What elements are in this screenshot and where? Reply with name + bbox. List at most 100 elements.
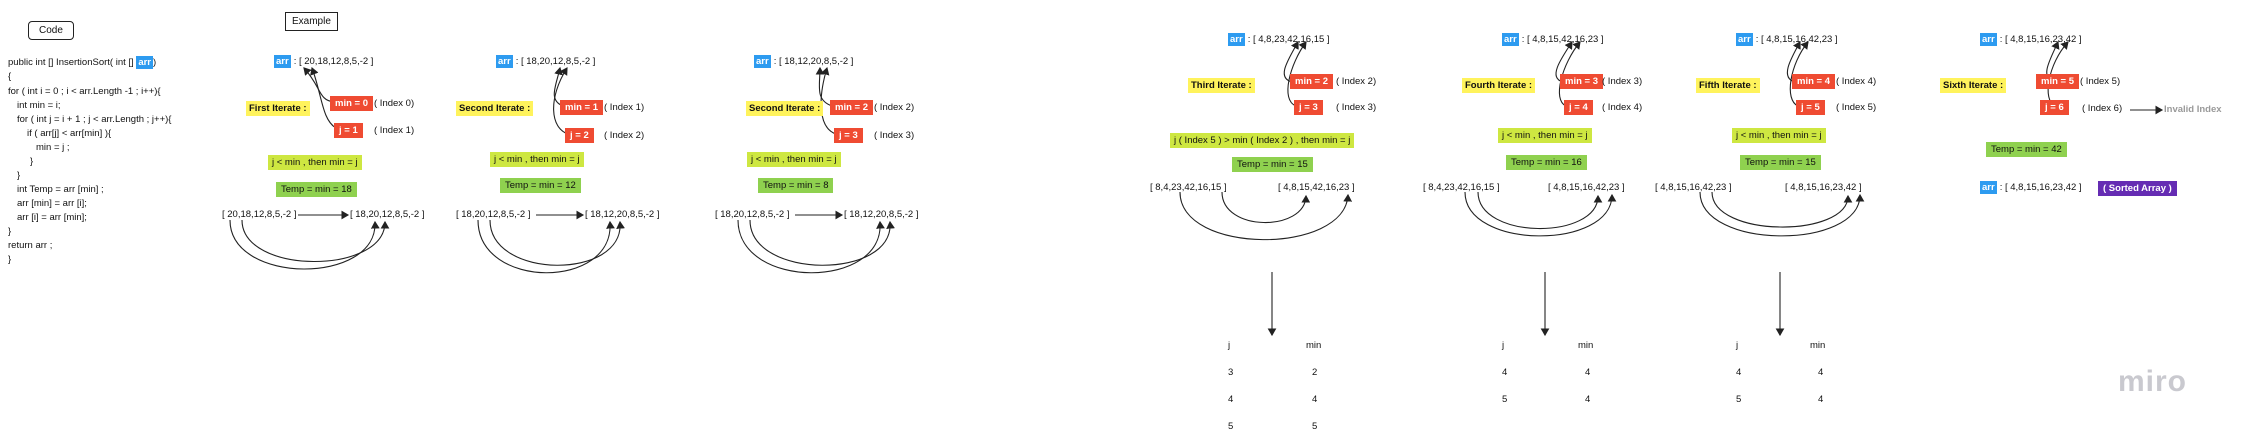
step7-arr-line: arr: [ 4,8,15,16,23,42 ] [1980,33,2082,46]
code-line-13: } [8,226,12,237]
step6-table-cell: 4 [1818,367,1824,378]
step1-min-index: ( Index 0) [374,98,415,109]
step6-temp: Temp = min = 15 [1740,155,1821,170]
step5-arr-line: arr: [ 4,8,15,42,16,23 ] [1502,33,1604,46]
step6-arr-line: arr: [ 4,8,15,16,42,23 ] [1736,33,1838,46]
step7-final-arr-line: arr: [ 4,8,15,16,23,42 ] [1980,181,2082,194]
step3-before: [ 18,20,12,8,5,-2 ] [715,209,790,220]
step4-table-cell: 2 [1312,367,1318,378]
step5-before: [ 8,4,23,42,16,15 ] [1423,182,1500,193]
step5-temp: Temp = min = 16 [1506,155,1587,170]
code-line-9: } [17,170,21,181]
step1-j-pointer: j = 1 [334,123,363,138]
step1-arr-line: arr: [ 20,18,12,8,5,-2 ] [274,55,374,68]
step6-condition: j < min , then min = j [1732,128,1826,143]
step4-table-cell: 4 [1228,394,1234,405]
code-paren: ) [153,57,157,68]
step6-table-cell: 5 [1736,394,1742,405]
step2-before: [ 18,20,12,8,5,-2 ] [456,209,531,220]
step1-temp: Temp = min = 18 [276,182,357,197]
step2-min-pointer: min = 1 [560,100,603,115]
step4-table-header-min: min [1306,340,1322,351]
arr-tag: arr [1980,33,1997,46]
code-line-12: arr [i] = arr [min]; [17,212,87,223]
step1-j-arrow [310,66,337,129]
example-label: Example [285,12,338,31]
step5-min-index: ( Index 3) [1602,76,1643,87]
step1-before: [ 20,18,12,8,5,-2 ] [222,209,297,220]
step4-min-index: ( Index 2) [1336,76,1377,87]
step5-min-pointer: min = 3 [1560,74,1603,89]
step6-j-index: ( Index 5) [1836,102,1877,113]
code-line-1: public int [] InsertionSort( int [] arr) [8,56,157,69]
arr-tag: arr [496,55,513,68]
step2-arr-line: arr: [ 18,20,12,8,5,-2 ] [496,55,596,68]
code-line-15: } [8,254,12,265]
code-line-4: int min = i; [17,100,61,111]
step6-after: [ 4,8,15,16,23,42 ] [1785,182,1862,193]
step4-table-cell: 5 [1228,421,1234,432]
sorted-array-badge: ( Sorted Array ) [2098,181,2177,196]
step1-after: [ 18,20,12,8,5,-2 ] [350,209,425,220]
code-line-6: if ( arr[j] < arr[min] ){ [27,128,112,139]
step5-table-cell: 5 [1502,394,1508,405]
code-line-2: { [8,71,12,82]
step4-j-pointer: j = 3 [1294,100,1323,115]
arr-tag: arr [1980,181,1997,194]
step3-min-index: ( Index 2) [874,102,915,113]
step3-min-pointer: min = 2 [830,100,873,115]
step2-j-index: ( Index 2) [604,130,645,141]
step7-j-index: ( Index 6) [2082,103,2123,114]
step5-iterate-label: Fourth Iterate : [1462,78,1536,93]
arr-tag: arr [754,55,771,68]
arr-tag: arr [1736,33,1753,46]
step6-table-header-min: min [1810,340,1826,351]
step6-min-pointer: min = 4 [1792,74,1835,89]
step6-table-header-j: j [1736,340,1739,351]
step4-condition: j ( Index 5 ) > min ( Index 2 ) , then m… [1170,133,1355,148]
step6-iterate-label: Fifth Iterate : [1696,78,1760,93]
code-line-7: min = j ; [36,142,70,153]
step5-table-header-min: min [1578,340,1594,351]
miro-logo: miro [2118,365,2188,398]
step2-iterate-label: Second Iterate : [456,101,534,116]
step5-after: [ 4,8,15,16,42,23 ] [1548,182,1625,193]
step2-min-index: ( Index 1) [604,102,645,113]
step1-iterate-label: First Iterate : [246,101,310,116]
step4-min-pointer: min = 2 [1290,74,1333,89]
step4-before: [ 8,4,23,42,16,15 ] [1150,182,1227,193]
step6-before: [ 4,8,15,16,42,23 ] [1655,182,1732,193]
step5-table-cell: 4 [1585,367,1591,378]
step5-table-cell: 4 [1585,394,1591,405]
step1-condition: j < min , then min = j [268,155,362,170]
code-line-11: arr [min] = arr [i]; [17,198,87,209]
step7-temp: Temp = min = 42 [1986,142,2067,157]
step4-table-cell: 5 [1312,421,1318,432]
step5-table-header-j: j [1502,340,1505,351]
code-line-8: } [30,156,34,167]
code-line-5: for ( int j = i + 1 ; j < arr.Length ; j… [17,114,172,125]
step3-temp: Temp = min = 8 [758,178,834,193]
step7-j-pointer: j = 6 [2040,100,2069,115]
step3-condition: j < min , then min = j [747,152,841,167]
step7-iterate-label: Sixth Iterate : [1940,78,2007,93]
code-label: Code [28,21,74,40]
step2-condition: j < min , then min = j [490,152,584,167]
step3-j-pointer: j = 3 [834,128,863,143]
step4-table-header-j: j [1228,340,1231,351]
step4-iterate-label: Third Iterate : [1188,78,1255,93]
step1-j-index: ( Index 1) [374,125,415,136]
step5-j-index: ( Index 4) [1602,102,1643,113]
step3-iterate-label: Second Iterate : [746,101,824,116]
step4-after: [ 4,8,15,42,16,23 ] [1278,182,1355,193]
step4-table-cell: 3 [1228,367,1234,378]
step5-condition: j < min , then min = j [1498,128,1592,143]
code-line-3: for ( int i = 0 ; i < arr.Length -1 ; i+… [8,86,161,97]
step1-min-pointer: min = 0 [330,96,373,111]
step3-j-index: ( Index 3) [874,130,915,141]
step6-table-cell: 4 [1818,394,1824,405]
step4-j-index: ( Index 3) [1336,102,1377,113]
step4-arr-line: arr: [ 4,8,23,42,16,15 ] [1228,33,1330,46]
step6-min-index: ( Index 4) [1836,76,1877,87]
